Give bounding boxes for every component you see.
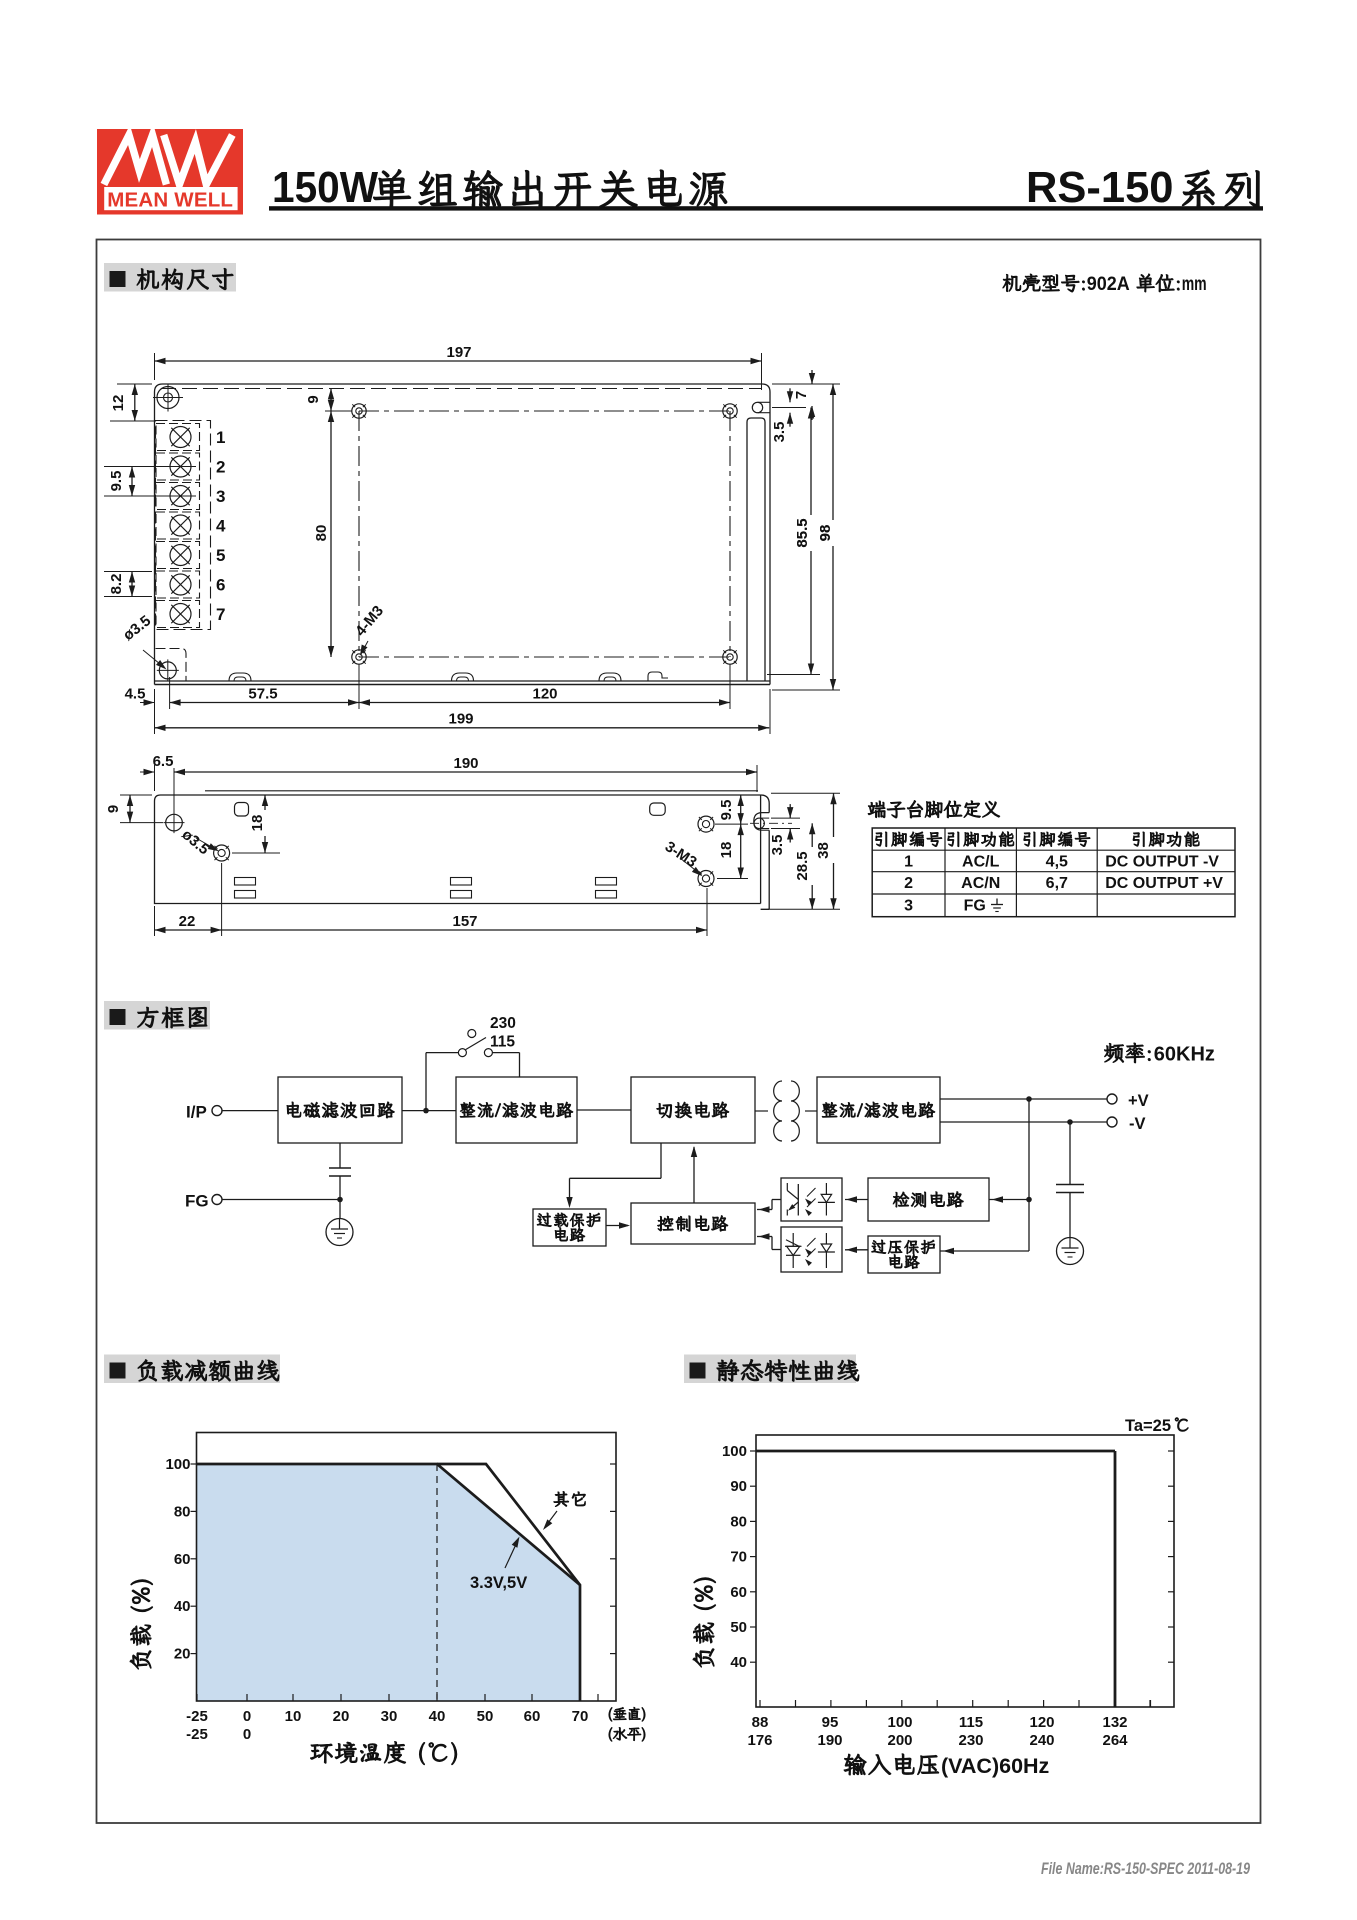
svg-text:Ta=25: Ta=25 <box>1125 1417 1171 1435</box>
svg-text:18: 18 <box>718 842 735 859</box>
svg-text:200: 200 <box>887 1732 912 1749</box>
svg-text:10: 10 <box>285 1708 302 1725</box>
svg-text:70: 70 <box>572 1708 589 1725</box>
svg-text:0: 0 <box>243 1708 251 1725</box>
svg-text:4: 4 <box>216 517 226 536</box>
svg-text:3.5: 3.5 <box>771 422 788 443</box>
svg-text:6: 6 <box>216 576 225 595</box>
svg-text:5: 5 <box>216 546 225 565</box>
svg-text:240: 240 <box>1029 1732 1054 1749</box>
svg-text:6,7: 6,7 <box>1046 875 1068 892</box>
svg-text:40: 40 <box>730 1654 747 1671</box>
svg-text:264: 264 <box>1102 1732 1128 1749</box>
svg-text:(VAC)60Hz: (VAC)60Hz <box>941 1754 1049 1778</box>
svg-text:22: 22 <box>179 913 196 930</box>
svg-text:-25: -25 <box>186 1726 208 1743</box>
svg-text:I/P: I/P <box>186 1103 207 1122</box>
svg-text:85.5: 85.5 <box>794 518 811 547</box>
svg-text:18: 18 <box>249 815 266 832</box>
svg-text:100: 100 <box>887 1714 912 1731</box>
svg-text:9.5: 9.5 <box>108 471 125 492</box>
svg-text:4,5: 4,5 <box>1046 854 1068 871</box>
svg-text:60KHz: 60KHz <box>1154 1044 1215 1066</box>
svg-text:199: 199 <box>448 711 473 728</box>
svg-text:File Name:RS-150-SPEC 2011-08: File Name:RS-150-SPEC 2011-08-19 <box>1041 1859 1250 1878</box>
svg-text:70: 70 <box>730 1549 747 1566</box>
svg-text:150W: 150W <box>272 164 379 212</box>
svg-text:120: 120 <box>532 686 557 703</box>
svg-text:1: 1 <box>904 854 913 871</box>
svg-text:20: 20 <box>174 1646 191 1663</box>
svg-text:197: 197 <box>446 344 471 361</box>
svg-text:8.2: 8.2 <box>108 574 125 595</box>
svg-text:FG: FG <box>964 898 986 915</box>
svg-text:98: 98 <box>817 525 834 542</box>
svg-text:230: 230 <box>490 1015 516 1032</box>
svg-text:230: 230 <box>958 1732 983 1749</box>
svg-text:-V: -V <box>1129 1115 1146 1133</box>
svg-text:-25: -25 <box>186 1708 208 1725</box>
svg-text:3: 3 <box>216 487 225 506</box>
svg-text:90: 90 <box>730 1478 747 1495</box>
svg-text:60: 60 <box>174 1551 191 1568</box>
svg-text:80: 80 <box>730 1513 747 1530</box>
svg-text:40: 40 <box>429 1708 446 1725</box>
svg-text:FG: FG <box>185 1192 209 1211</box>
svg-text:115: 115 <box>490 1034 515 1051</box>
svg-text:DC OUTPUT -V: DC OUTPUT -V <box>1105 854 1219 871</box>
svg-text:157: 157 <box>452 913 477 930</box>
svg-text:100: 100 <box>165 1456 190 1473</box>
svg-text:0: 0 <box>243 1726 251 1743</box>
svg-text:DC OUTPUT +V: DC OUTPUT +V <box>1105 875 1223 892</box>
svg-text:3: 3 <box>904 898 913 915</box>
svg-text:2: 2 <box>904 875 913 892</box>
svg-text:3.5: 3.5 <box>769 835 786 856</box>
svg-text:RS-150: RS-150 <box>1026 164 1174 212</box>
svg-text:3.3V,5V: 3.3V,5V <box>470 1574 527 1592</box>
svg-text:80: 80 <box>174 1503 191 1520</box>
svg-text:+V: +V <box>1128 1092 1149 1110</box>
svg-text:88: 88 <box>752 1714 769 1731</box>
svg-text:9.5: 9.5 <box>718 800 735 821</box>
svg-text:50: 50 <box>730 1619 747 1636</box>
svg-text:9: 9 <box>105 805 122 813</box>
svg-text:60: 60 <box>524 1708 541 1725</box>
svg-text:50: 50 <box>477 1708 494 1725</box>
svg-text:7: 7 <box>216 605 225 624</box>
svg-text:20: 20 <box>333 1708 350 1725</box>
svg-text:120: 120 <box>1029 1714 1054 1731</box>
svg-text:4.5: 4.5 <box>125 686 146 703</box>
svg-text:60: 60 <box>730 1584 747 1601</box>
svg-text:80: 80 <box>313 525 330 542</box>
svg-text:AC/N: AC/N <box>961 875 1000 892</box>
svg-text:MEAN WELL: MEAN WELL <box>107 188 233 211</box>
svg-text:190: 190 <box>817 1732 842 1749</box>
svg-text:12: 12 <box>110 395 127 412</box>
svg-text:1: 1 <box>216 428 225 447</box>
svg-text:6.5: 6.5 <box>153 753 174 770</box>
svg-text:176: 176 <box>747 1732 772 1749</box>
svg-text:9: 9 <box>305 395 322 403</box>
svg-text:57.5: 57.5 <box>248 686 277 703</box>
svg-text:30: 30 <box>381 1708 398 1725</box>
svg-text:AC/L: AC/L <box>962 854 1000 871</box>
svg-text:190: 190 <box>453 755 478 772</box>
svg-text:132: 132 <box>1102 1714 1127 1731</box>
svg-text:mm: mm <box>1182 274 1207 295</box>
svg-text:902A: 902A <box>1087 274 1130 295</box>
svg-text:28.5: 28.5 <box>794 851 811 880</box>
svg-text:2: 2 <box>216 458 225 477</box>
svg-text:100: 100 <box>722 1443 747 1460</box>
svg-text:7: 7 <box>793 391 810 399</box>
svg-text:38: 38 <box>815 842 832 859</box>
svg-text:40: 40 <box>174 1598 191 1615</box>
svg-text:95: 95 <box>822 1714 839 1731</box>
svg-text:115: 115 <box>959 1714 983 1731</box>
